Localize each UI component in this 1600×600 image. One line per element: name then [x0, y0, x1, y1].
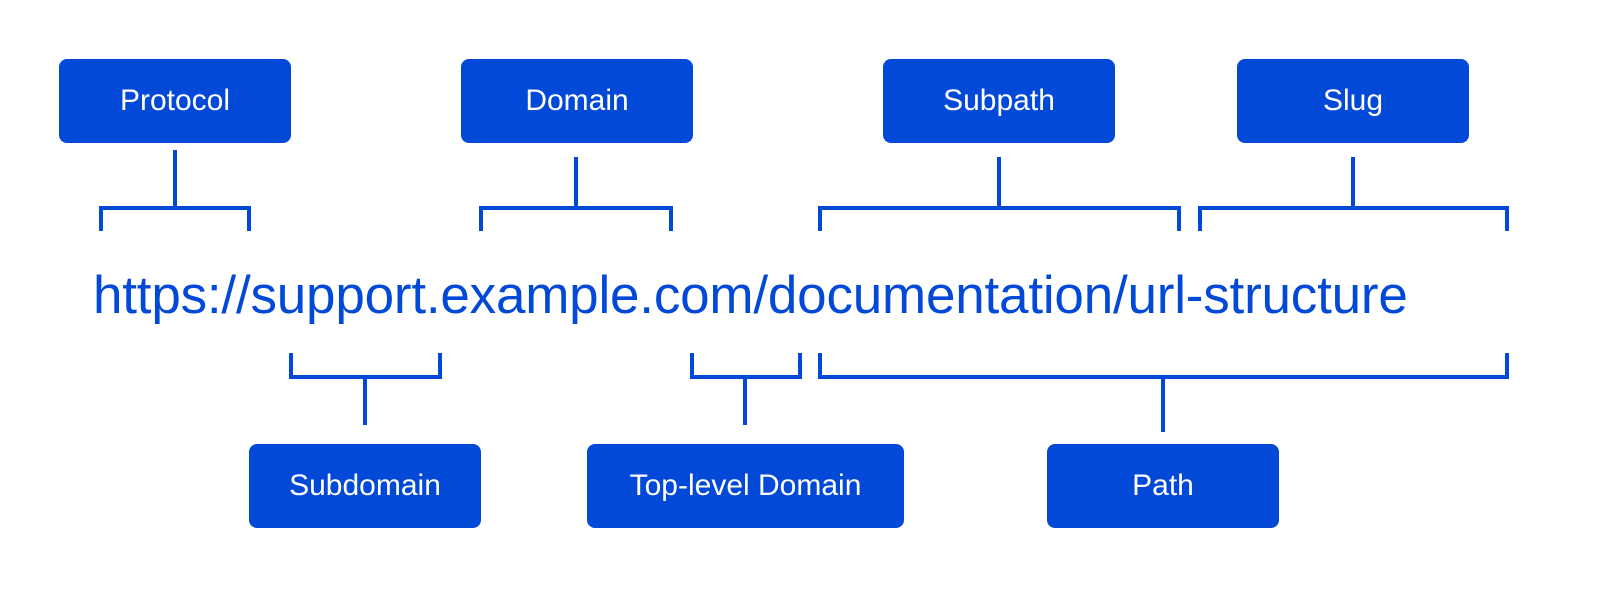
slug-bracket — [1198, 157, 1509, 231]
subdomain-label: Subdomain — [249, 444, 481, 528]
domain-label: Domain — [461, 59, 693, 143]
protocol-label: Protocol — [59, 59, 291, 143]
path-bracket — [818, 353, 1509, 432]
subpath-bracket — [818, 157, 1181, 231]
top-level-domain-label: Top-level Domain — [587, 444, 904, 528]
url-text: https://support.example.com/documentatio… — [93, 266, 1408, 325]
top-level-domain-bracket — [690, 353, 802, 425]
slug-label: Slug — [1237, 59, 1469, 143]
domain-bracket — [479, 157, 673, 231]
bracket-group — [99, 150, 1509, 432]
protocol-bracket — [99, 150, 251, 231]
path-label: Path — [1047, 444, 1279, 528]
subdomain-bracket — [289, 353, 442, 425]
subpath-label: Subpath — [883, 59, 1115, 143]
